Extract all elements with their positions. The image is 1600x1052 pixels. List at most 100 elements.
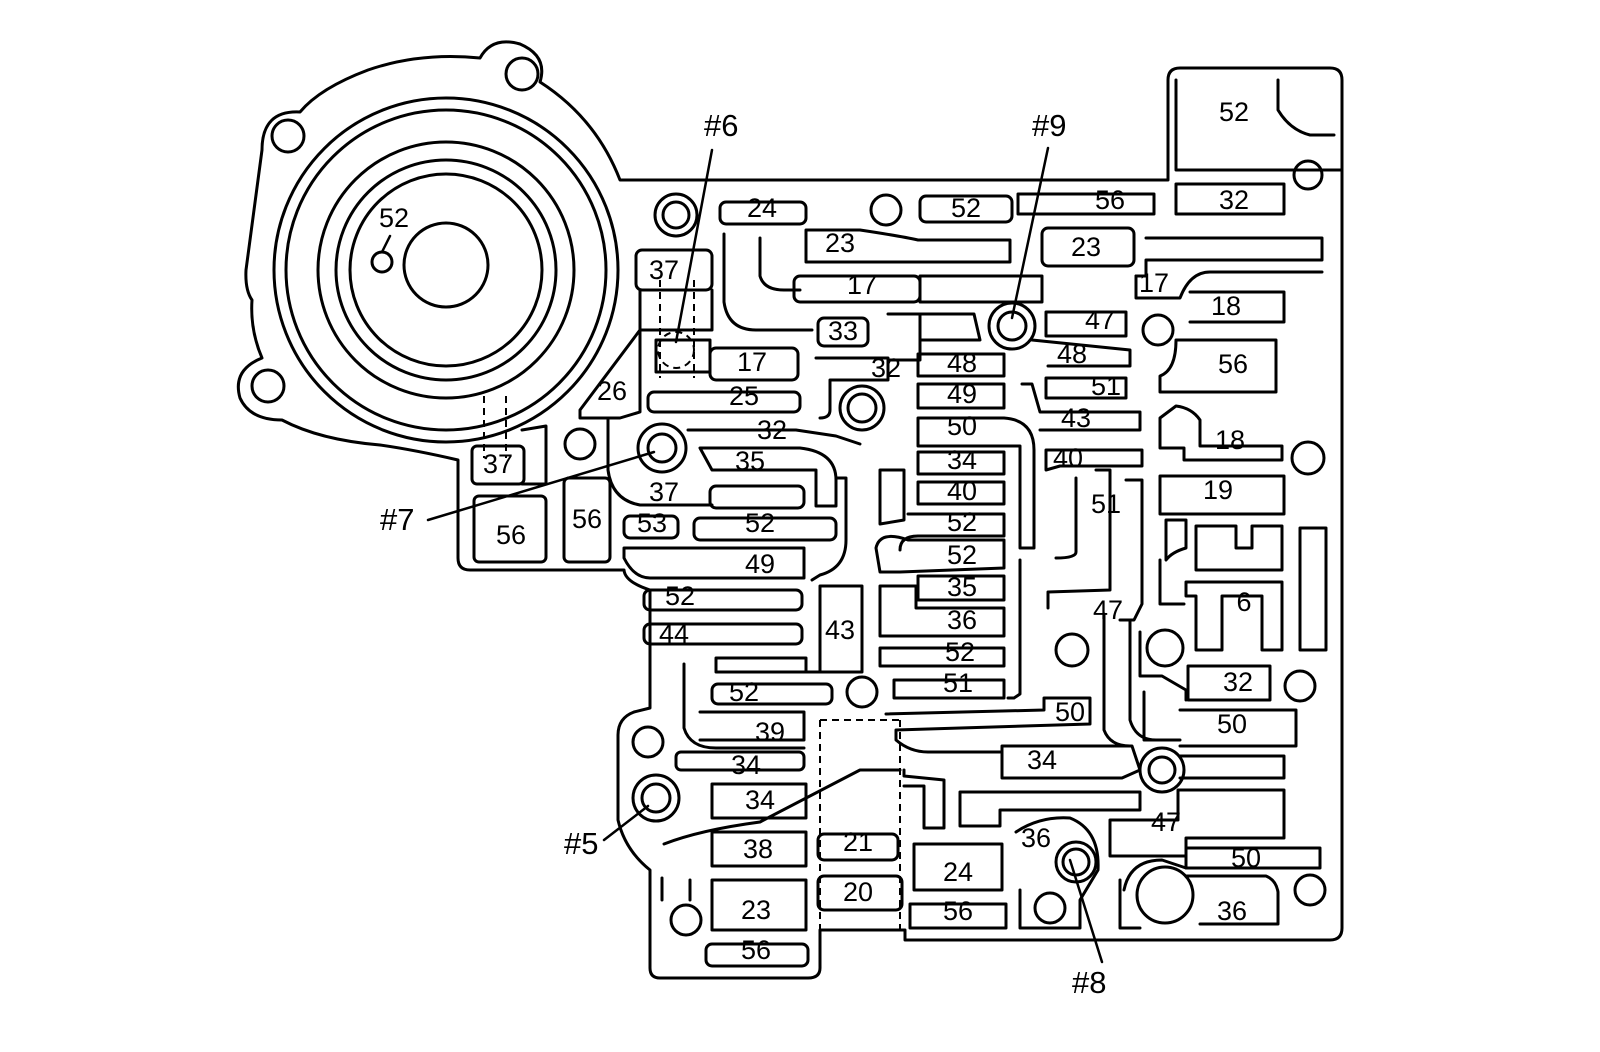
passage-label: 52 — [1219, 97, 1249, 127]
passage-label: 56 — [1218, 349, 1248, 379]
passage-label: 47 — [1093, 595, 1123, 625]
callout-check-ball-6: #6 — [704, 108, 738, 143]
passage-label: 56 — [741, 935, 771, 965]
passage-label: 49 — [745, 549, 775, 579]
passage-label: 52 — [745, 508, 775, 538]
passage-label: 50 — [1217, 709, 1247, 739]
passage-label: 40 — [947, 476, 977, 506]
passage-label: 26 — [597, 376, 627, 406]
passage-label: 44 — [659, 619, 689, 649]
passage-label: 35 — [947, 572, 977, 602]
passage-label: 34 — [731, 750, 761, 780]
passage-label: 32 — [1219, 185, 1249, 215]
bolt-hole — [845, 675, 879, 709]
check-ball-7-pocket — [636, 422, 688, 474]
check-ball-pocket — [1138, 746, 1186, 794]
passage-label: 39 — [755, 717, 785, 747]
hidden-passage — [819, 719, 901, 930]
check-ball-8 — [1061, 847, 1091, 877]
check-ball-6-hidden — [657, 331, 695, 369]
servo-bore-ring-2 — [316, 140, 576, 400]
passage-label: 23 — [1071, 232, 1101, 262]
callout-check-ball-9: #9 — [1032, 108, 1066, 143]
passage-label: 37 — [649, 477, 679, 507]
callout-leaders — [426, 146, 1104, 964]
passage-label: 32 — [871, 353, 901, 383]
passage-label: 52 — [951, 193, 981, 223]
passage-label: 43 — [825, 615, 855, 645]
check-ball-5 — [640, 782, 672, 814]
check-ball-pocket — [1145, 628, 1185, 668]
servo-bore-ring-4 — [348, 172, 544, 368]
passage-label: 34 — [947, 445, 977, 475]
passage-label: 48 — [1057, 339, 1087, 369]
plate-corner-notch — [1276, 78, 1336, 137]
servo-feed-hole — [370, 250, 394, 274]
passage-label: 32 — [1223, 667, 1253, 697]
bolt-hole — [1293, 873, 1327, 907]
servo-bore-ring-3 — [334, 158, 558, 382]
servo-bore-ring-1 — [284, 108, 608, 432]
check-ball-9-pocket — [987, 301, 1037, 351]
passage-label: 43 — [1061, 403, 1091, 433]
bolt-hole — [1054, 632, 1090, 668]
passage-label: 24 — [943, 857, 973, 887]
passage-label: 47 — [1151, 807, 1181, 837]
bolt-hole — [270, 118, 306, 154]
passage-label: 17 — [847, 270, 877, 300]
passage-label: 25 — [729, 381, 759, 411]
passage-label: 17 — [737, 347, 767, 377]
passage-label: 56 — [1095, 185, 1125, 215]
bolt-hole — [869, 193, 903, 227]
passage-label: 18 — [1215, 425, 1245, 455]
bolt-hole — [1033, 891, 1067, 925]
passage-label: 19 — [1203, 475, 1233, 505]
passage-channels — [470, 182, 1328, 968]
passage-label: 32 — [757, 415, 787, 445]
passage-label: 37 — [649, 255, 679, 285]
passage-label: 53 — [637, 508, 667, 538]
passage-label: 34 — [745, 785, 775, 815]
bolt-hole — [563, 427, 597, 461]
passage-label: 35 — [735, 446, 765, 476]
callout-check-ball-8: #8 — [1072, 965, 1106, 1000]
passage-label: 50 — [1055, 697, 1085, 727]
servo-piston-bore — [402, 221, 490, 309]
passage-label: 17 — [1139, 268, 1169, 298]
check-ball-pocket — [838, 384, 886, 432]
passage-label: 18 — [1211, 291, 1241, 321]
passage-label: 51 — [1091, 371, 1121, 401]
passage-label: 51 — [1091, 489, 1121, 519]
passage-label: 52 — [947, 540, 977, 570]
servo-bore-outer — [272, 96, 620, 444]
callout-check-ball-7: #7 — [380, 502, 414, 537]
passage-label: 52 — [947, 507, 977, 537]
passage-label: 49 — [947, 379, 977, 409]
plate-inner-edge — [1174, 78, 1344, 172]
hidden-passage — [483, 396, 507, 458]
check-ball — [1147, 755, 1177, 785]
passage-label: 34 — [1027, 745, 1057, 775]
bolt-hole — [1141, 313, 1175, 347]
passage-label: 48 — [947, 348, 977, 378]
bolt-hole — [669, 903, 703, 937]
bolt-hole — [504, 56, 540, 92]
passage-label: 38 — [743, 834, 773, 864]
passage-label: 40 — [1053, 443, 1083, 473]
passage-label: 6 — [1236, 587, 1251, 617]
passage-label: 24 — [747, 193, 777, 223]
passage-label: 23 — [741, 895, 771, 925]
bolt-hole — [1283, 669, 1317, 703]
plate-outline — [236, 40, 1344, 980]
passage-label: 23 — [825, 228, 855, 258]
check-ball-pocket — [653, 192, 699, 238]
servo-feed-leader — [380, 234, 392, 254]
passage-label: 56 — [572, 504, 602, 534]
accumulator-pocket — [1135, 865, 1195, 925]
passage-label: 56 — [943, 896, 973, 926]
passage-label: 50 — [947, 411, 977, 441]
bolt-hole — [1290, 440, 1326, 476]
passage-label: 56 — [496, 520, 526, 550]
bolt-hole — [250, 368, 286, 404]
